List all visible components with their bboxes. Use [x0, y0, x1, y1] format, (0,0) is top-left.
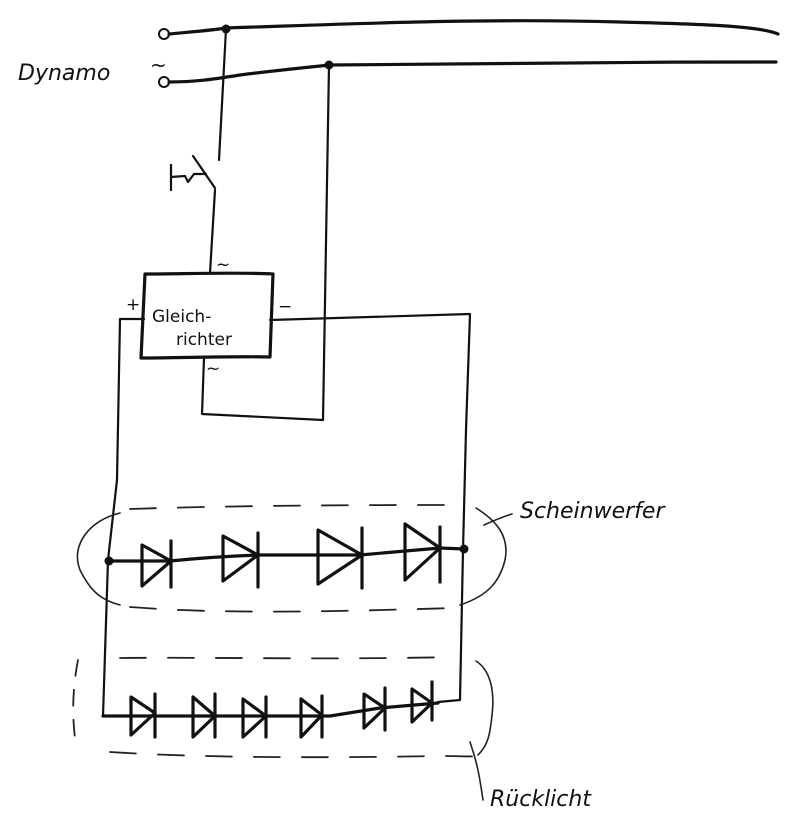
rail-bottom [167, 60, 778, 84]
wire-dynamo-to-rectifier-bottom [200, 63, 331, 422]
led-icon [191, 692, 217, 739]
rectifier-box [139, 271, 275, 360]
led-icon [241, 695, 268, 739]
wire-switch-to-rectifier [208, 188, 217, 275]
led-icon [129, 692, 157, 739]
led-icon [299, 694, 324, 739]
taillight-led-string [101, 680, 440, 739]
rectifier-ac-bottom: ~ [206, 359, 220, 379]
headlight-enclosure-right [459, 507, 507, 606]
wire-minus-right [268, 312, 472, 704]
led-icon [403, 522, 442, 584]
wire-to-switch [217, 27, 228, 162]
headlight-label: Scheinwerfer [520, 499, 666, 524]
rail-top [167, 19, 780, 36]
taillight-leader-line [469, 741, 484, 801]
rectifier-ac-top: ~ [216, 255, 230, 275]
headlight-led-string [104, 522, 469, 590]
taillight-enclosure-right [475, 660, 494, 756]
led-icon [410, 680, 434, 724]
led-icon [316, 526, 364, 590]
headlight-enclosure-top [129, 504, 456, 510]
led-icon [140, 539, 173, 589]
dynamo-ac-symbol: ~ [150, 53, 167, 77]
led-icon [221, 531, 260, 589]
switch-icon [169, 154, 217, 192]
headlight-enclosure-left [76, 512, 121, 606]
taillight-enclosure-top [119, 656, 456, 660]
rectifier-plus: + [126, 295, 140, 315]
headlight-leader-line [483, 513, 513, 526]
rectifier-minus: − [278, 297, 292, 317]
taillight-enclosure-bottom [109, 751, 479, 759]
headlight-enclosure-bottom [129, 606, 456, 613]
rectifier-label-line2: richter [176, 330, 232, 350]
led-icon [362, 686, 387, 732]
dynamo-label: Dynamo [18, 61, 110, 86]
wire-plus-left [101, 317, 146, 718]
taillight-label: Rücklicht [490, 787, 592, 812]
taillight-enclosure-left [72, 659, 79, 746]
rectifier-label-line1: Gleich- [152, 307, 211, 327]
